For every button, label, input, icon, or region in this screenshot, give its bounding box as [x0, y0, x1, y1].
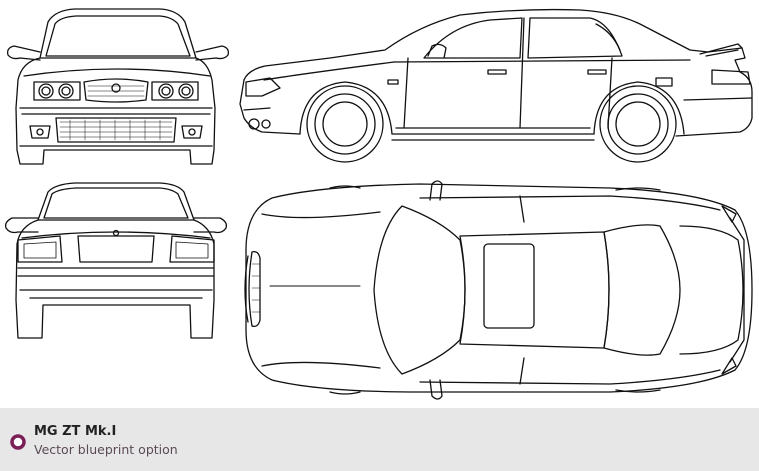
caption-subtitle: Vector blueprint option	[34, 442, 178, 457]
blueprint-drawing	[4, 8, 753, 400]
ring-bullet-icon	[10, 434, 26, 450]
side-view	[239, 8, 753, 163]
caption-title: MG ZT Mk.I	[34, 424, 117, 439]
rear-view	[4, 182, 228, 339]
front-view	[6, 8, 230, 165]
top-view	[244, 180, 753, 400]
caption-bar	[0, 408, 759, 471]
